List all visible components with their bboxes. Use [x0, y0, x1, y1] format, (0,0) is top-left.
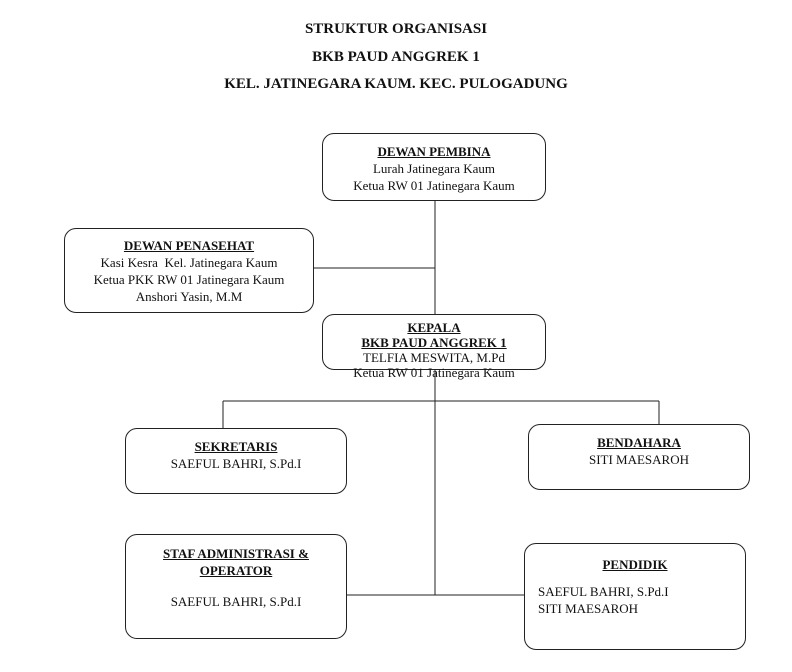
bendahara-box: BENDAHARA SITI MAESAROH [528, 424, 750, 490]
kepala-heading: KEPALA [407, 320, 461, 335]
dewan-pembina-line: Ketua RW 01 Jatinegara Kaum [353, 178, 515, 193]
dewan-penasehat-line: Anshori Yasin, M.M [135, 289, 243, 304]
chart-title-line-1: STRUKTUR ORGANISASI [304, 21, 488, 37]
chart-title-line-3: KEL. JATINEGARA KAUM. KEC. PULOGADUNG [224, 76, 568, 92]
dewan-pembina-heading: DEWAN PEMBINA [377, 144, 491, 159]
kepala-name: TELFIA MESWITA, M.Pd [363, 350, 505, 365]
pendidik-heading: PENDIDIK [602, 557, 668, 572]
kepala-box: KEPALA BKB PAUD ANGGREK 1 TELFIA MESWITA… [322, 314, 546, 370]
dewan-penasehat-box: DEWAN PENASEHAT Kasi Kesra Kel. Jatinega… [64, 228, 314, 313]
dewan-penasehat-line: Ketua PKK RW 01 Jatinegara Kaum [93, 272, 285, 287]
dewan-penasehat-heading: DEWAN PENASEHAT [123, 238, 255, 253]
chart-title-line-2: BKB PAUD ANGGREK 1 [312, 49, 480, 65]
dewan-penasehat-line: Kasi Kesra Kel. Jatinegara Kaum [100, 255, 278, 270]
staf-heading: STAF ADMINISTRASI & [163, 546, 309, 561]
kepala-heading-org: BKB PAUD ANGGREK 1 [361, 335, 507, 350]
bendahara-heading: BENDAHARA [597, 435, 681, 450]
dewan-pembina-box: DEWAN PEMBINA Lurah Jatinegara Kaum Ketu… [322, 133, 546, 201]
dewan-pembina-line: Lurah Jatinegara Kaum [372, 161, 495, 176]
staf-heading-operator: OPERATOR [199, 563, 273, 578]
staf-administrasi-box: STAF ADMINISTRASI & OPERATOR SAEFUL BAHR… [125, 534, 347, 639]
sekretaris-name: SAEFUL BAHRI, S.Pd.I [170, 456, 302, 471]
staf-name: SAEFUL BAHRI, S.Pd.I [170, 594, 302, 609]
pendidik-name: SAEFUL BAHRI, S.Pd.I [538, 584, 669, 599]
bendahara-name: SITI MAESAROH [588, 452, 690, 467]
kepala-extra-line: Ketua RW 01 Jatinegara Kaum [353, 365, 515, 380]
sekretaris-heading: SEKRETARIS [194, 439, 278, 454]
pendidik-box: PENDIDIK SAEFUL BAHRI, S.Pd.I SITI MAESA… [524, 543, 746, 650]
sekretaris-box: SEKRETARIS SAEFUL BAHRI, S.Pd.I [125, 428, 347, 494]
pendidik-name: SITI MAESAROH [538, 601, 639, 616]
